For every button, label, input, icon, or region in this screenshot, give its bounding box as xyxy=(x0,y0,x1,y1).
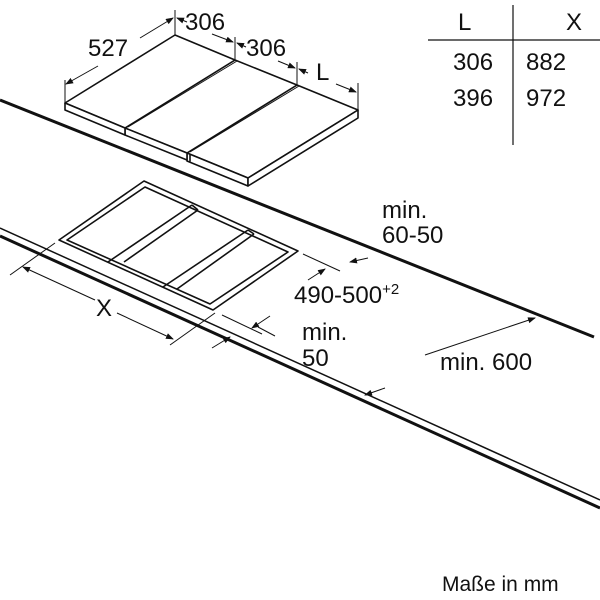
dim-front-gap-2: 50 xyxy=(302,345,329,372)
dim-cutout-depth: 490-500+2 xyxy=(294,281,399,309)
dim-depth: 527 xyxy=(88,35,128,62)
hob-modules xyxy=(64,34,359,187)
table-cell: 396 xyxy=(453,85,493,112)
table-cell: 972 xyxy=(526,85,566,112)
dim-back-gap-2: 60-50 xyxy=(382,222,443,249)
cutout-frame xyxy=(58,180,299,311)
table-cell: 882 xyxy=(526,49,566,76)
dim-module1: 306 xyxy=(185,9,225,36)
table-cell: 306 xyxy=(453,49,493,76)
dim-module2: 306 xyxy=(246,35,286,62)
dim-back-gap-1: min. xyxy=(382,197,427,224)
worktop-front-edge-top xyxy=(0,227,600,501)
dim-worktop-depth: min. 600 xyxy=(440,349,532,376)
dim-front-gap-1: min. xyxy=(302,319,347,346)
worktop-back-edge xyxy=(0,98,595,339)
dim-cutout-width: X xyxy=(96,295,112,322)
worktop-front-edge-bottom xyxy=(0,234,600,510)
dim-module3: L xyxy=(316,59,329,86)
units-note: Maße in mm xyxy=(442,573,559,596)
table-header-l: L xyxy=(458,9,471,36)
table-header-x: X xyxy=(566,9,582,36)
